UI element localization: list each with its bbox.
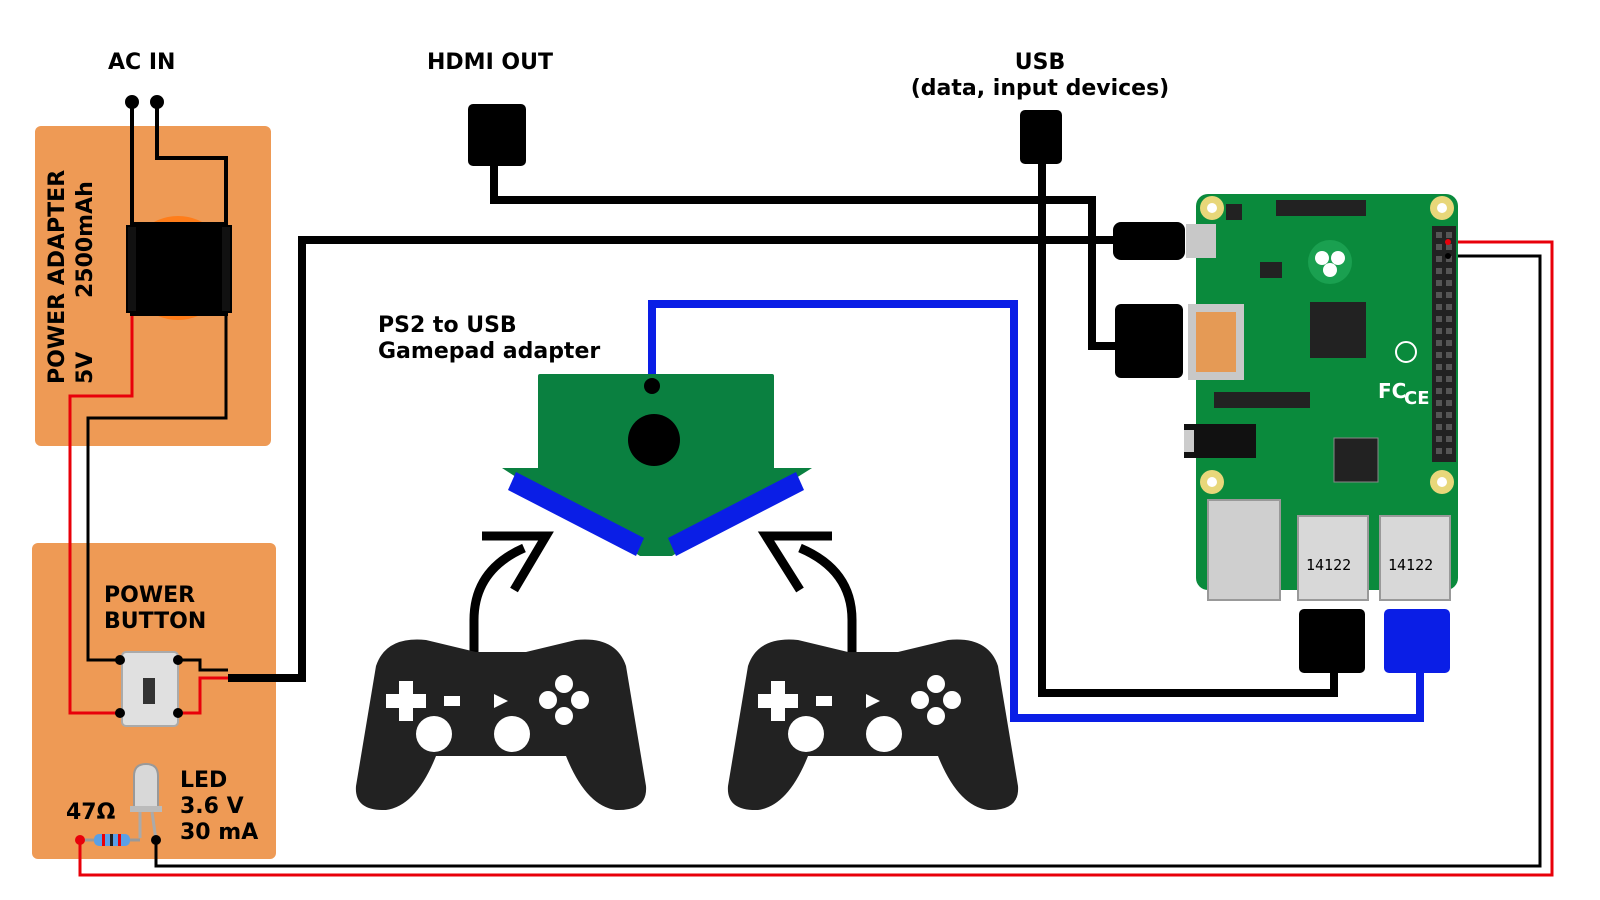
usb-title: USB — [1014, 50, 1066, 75]
usb-plug-blue — [1384, 609, 1450, 673]
usb-adapter-cable — [648, 300, 1424, 722]
red-wire-power — [68, 316, 134, 715]
usb-port-left — [1297, 515, 1369, 601]
led-current: 30 mA — [180, 820, 259, 845]
red-wire-led-return — [78, 240, 1554, 877]
usb-subtitle: (data, input devices) — [910, 76, 1170, 101]
hdmi-out-plug — [468, 104, 526, 166]
usb-port-left-label: 14122 — [1306, 556, 1352, 574]
resistor-label: 47Ω — [66, 800, 116, 825]
arrow-icon-right — [757, 531, 857, 656]
transformer-icon — [126, 216, 232, 320]
adapter-title: PS2 to USB — [378, 313, 517, 338]
usb-plug-black — [1299, 609, 1365, 673]
svg-text:CE: CE — [1404, 388, 1430, 409]
power-button-label: POWER BUTTON — [104, 583, 206, 635]
hdmi-plug-pi — [1115, 304, 1183, 378]
adapter-subtitle: Gamepad adapter — [378, 339, 601, 364]
ps2-usb-adapter — [502, 374, 812, 556]
black-wire-switch-out — [178, 658, 228, 672]
black-wire-power — [86, 316, 228, 662]
raspberry-pi-board: FC CE — [1184, 194, 1458, 601]
power-button-line1: POWER — [104, 583, 196, 608]
usb-port-right — [1379, 515, 1451, 601]
gamepad-icon-right — [727, 639, 1019, 811]
adapter-label: PS2 to USB Gamepad adapter — [378, 313, 600, 365]
usb-data-cable — [1038, 164, 1338, 697]
led-label: LED 3.6 V 30 mA — [180, 768, 258, 846]
micro-usb-plug — [1113, 222, 1185, 260]
usb-data-plug — [1020, 110, 1062, 164]
power-button-line2: BUTTON — [104, 609, 207, 634]
ac-plug-icon — [125, 95, 228, 230]
led-icon — [130, 762, 162, 845]
led-voltage: 3.6 V — [180, 794, 244, 819]
power-adapter-label: POWER ADAPTER 5V 2500mAh — [44, 170, 100, 384]
power-adapter-line1: POWER ADAPTER — [45, 169, 70, 384]
hdmi-cable — [490, 166, 1118, 350]
power-cable — [228, 236, 1120, 682]
red-wire-switch-out — [178, 676, 228, 715]
resistor-icon — [75, 834, 140, 846]
usb-label: USB (data, input devices) — [900, 50, 1180, 102]
hdmi-out-label: HDMI OUT — [427, 50, 553, 75]
power-adapter-line2: 5V 2500mAh — [73, 181, 98, 384]
gamepad-icon-left — [355, 639, 647, 811]
usb-port-right-label: 14122 — [1388, 556, 1434, 574]
arrow-icon-left — [469, 531, 554, 656]
svg-text:FC: FC — [1378, 379, 1406, 403]
switch-icon — [115, 651, 183, 727]
led-title: LED — [180, 768, 228, 793]
ac-in-label: AC IN — [108, 50, 176, 75]
black-wire-led-return — [154, 254, 1542, 868]
